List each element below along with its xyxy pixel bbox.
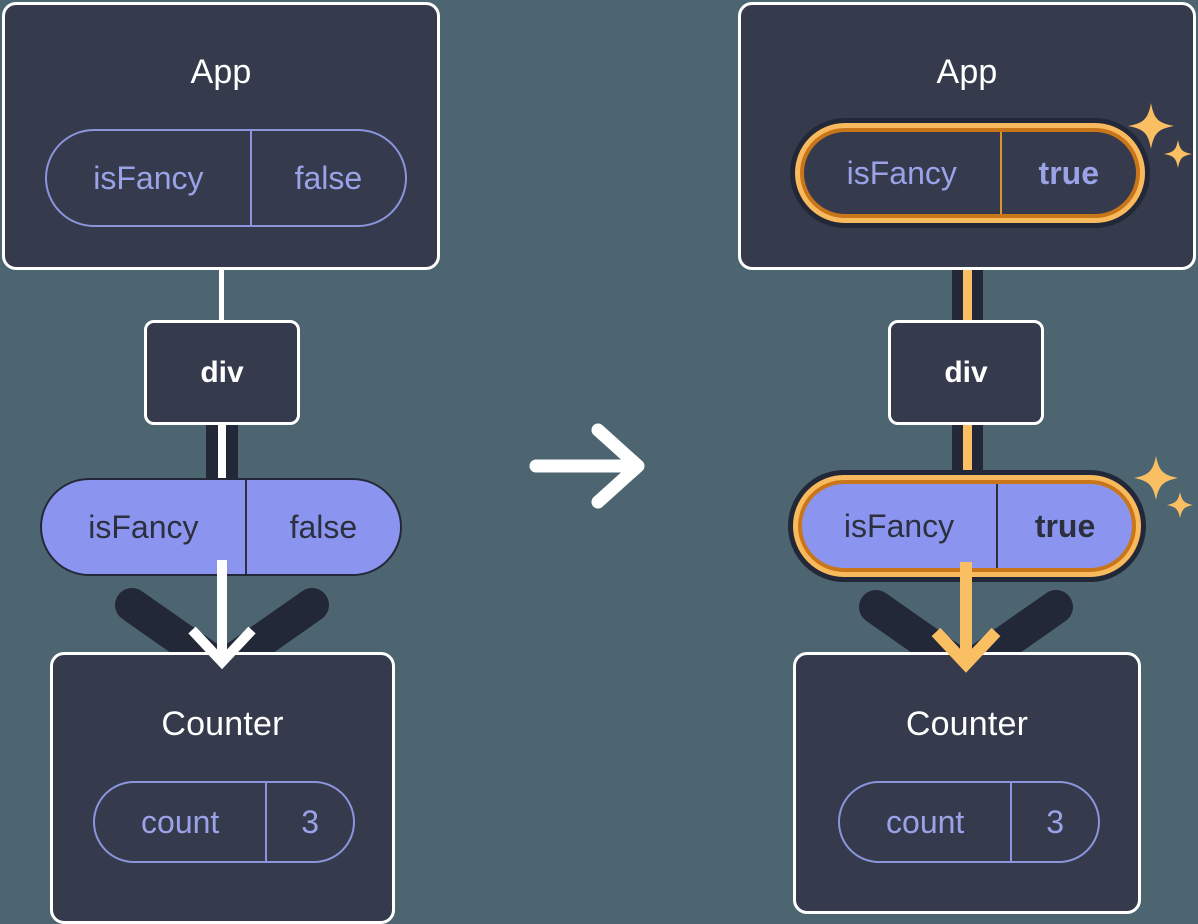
counter-state-pill-after: count 3 [838,781,1100,863]
div-node-title: div [200,355,244,389]
connector-div-to-prop-right-after [972,423,983,485]
connector-app-to-div-right-after [972,230,983,345]
connector-app-to-div-left-after [952,230,963,345]
div-node-before: div [144,320,300,425]
div-node-after: div [888,320,1044,425]
div-node-title-after: div [944,355,988,389]
prop-to-counter-arrow-inner-after [931,562,1001,673]
app-state-pill-before: isFancy false [45,129,407,227]
connector-div-to-prop-center-before [218,423,226,485]
app-state-key: isFancy [93,159,204,196]
connector-app-to-div-center-after [963,230,972,345]
app-state-value-after: true [999,132,1136,214]
counter-node-title-after: Counter [905,705,1029,743]
counter-state-pill-before: count 3 [93,781,355,863]
app-state-pill-after: isFancy true [790,118,1150,228]
prop-pill-before: isFancy false [40,478,402,576]
connector-div-to-prop-center-after [963,423,972,485]
connector-app-to-div-before [219,267,224,322]
connector-div-to-prop-right-before [226,423,238,485]
app-state-value: false [249,131,405,225]
transition-arrow-icon [529,423,645,509]
counter-state-value: 3 [265,783,353,861]
app-node-title: App [190,53,252,91]
counter-state-key-after: count [886,803,965,840]
connector-div-to-prop-left-before [206,423,218,485]
app-state-key-after: isFancy [846,154,957,191]
prop-pill-key: isFancy [88,508,199,545]
app-node-before: App isFancy false [2,2,440,270]
connector-div-to-prop-left-after [952,423,963,485]
app-node-title-after: App [936,53,998,91]
counter-state-key: count [141,803,220,840]
counter-node-title: Counter [161,705,284,743]
prop-to-counter-arrow-inner-before [188,560,256,670]
prop-pill-value: false [244,480,400,574]
prop-pill-after: isFancy true [788,470,1146,582]
counter-node-after: Counter count 3 [793,652,1141,914]
prop-pill-value-after: true [996,484,1132,568]
counter-state-value-after: 3 [1010,783,1098,861]
prop-pill-key-after: isFancy [843,507,955,544]
counter-node-before: Counter count 3 [50,652,395,924]
